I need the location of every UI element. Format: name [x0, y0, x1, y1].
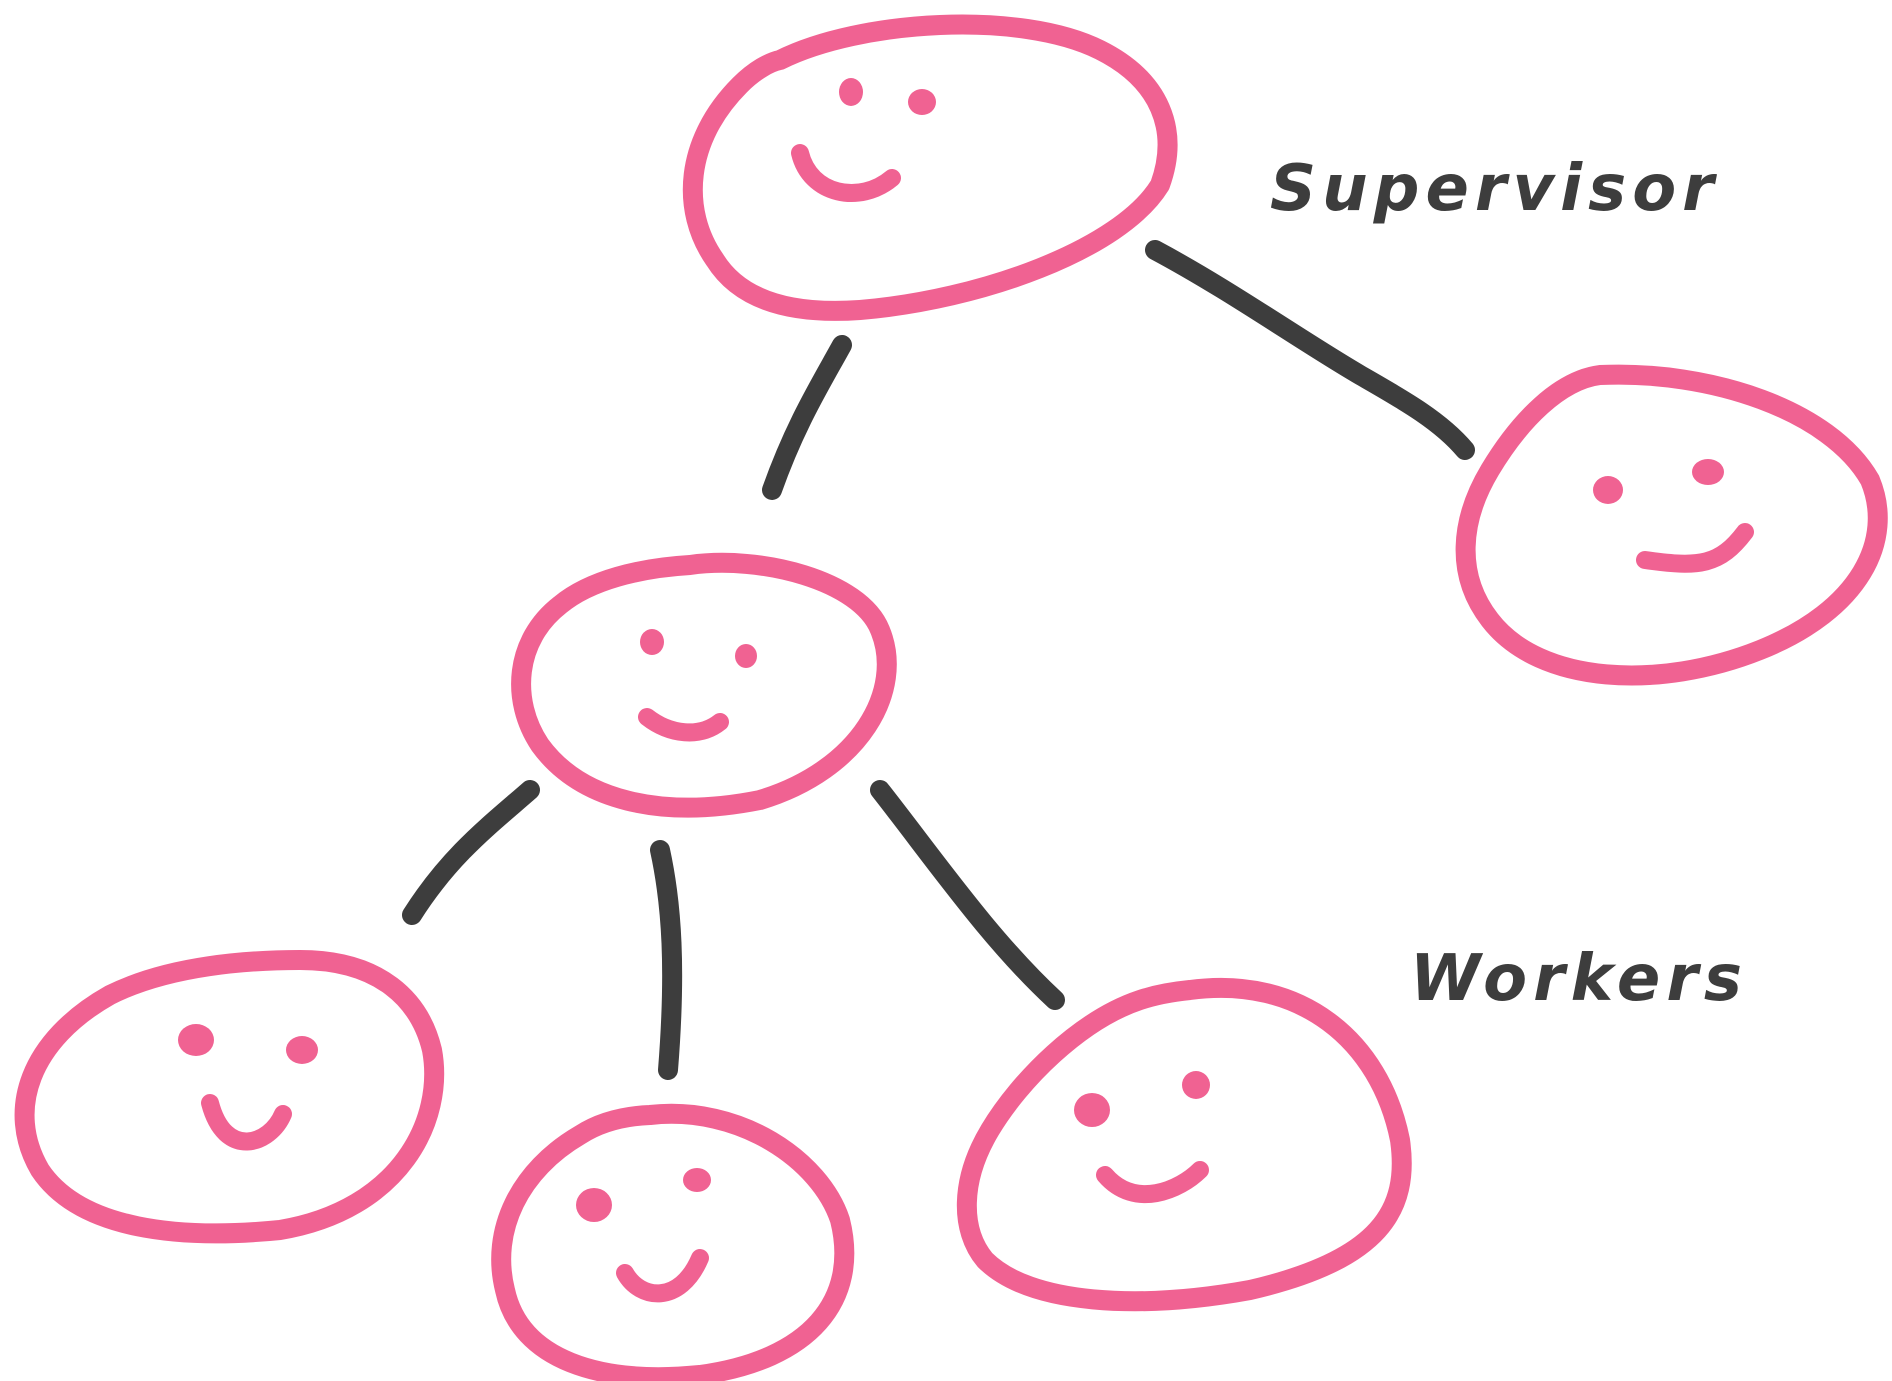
connector-sub-supervisor-to-worker-left	[402, 780, 540, 925]
worker-bottom-right-smile	[1096, 1161, 1209, 1204]
worker-face-bottom-right-outline	[956, 977, 1412, 1312]
worker-face-bottom-right-icon	[956, 977, 1412, 1312]
worker-middle-right-eye	[683, 1168, 711, 1192]
worker-right-right-eye	[1692, 459, 1724, 485]
workers-label: Workers	[1410, 942, 1748, 1016]
worker-face-middle-outline	[491, 1103, 855, 1381]
connector-supervisor-to-sub-supervisor	[762, 335, 852, 500]
worker-right-left-eye	[1593, 476, 1623, 504]
connector-sub-supervisor-to-worker-middle	[650, 840, 683, 1080]
worker-middle-smile	[616, 1249, 709, 1303]
worker-right-smile	[1636, 523, 1754, 573]
sub-supervisor-smile	[638, 708, 729, 742]
connector-sub-supervisor-to-worker-right	[870, 780, 1065, 1010]
worker-face-left-outline	[14, 950, 445, 1244]
supervisor-smile	[791, 144, 901, 202]
worker-bottom-right-left-eye	[1074, 1093, 1110, 1127]
supervisor-right-eye	[908, 89, 936, 115]
supervisor-label: Supervisor	[1270, 152, 1720, 226]
supervisor-left-eye	[839, 78, 863, 106]
worker-left-smile	[201, 1094, 292, 1151]
worker-face-right-icon	[1455, 364, 1888, 686]
supervisor-face-icon	[682, 14, 1178, 321]
worker-face-right-outline	[1455, 364, 1888, 686]
sub-supervisor-right-eye	[735, 644, 757, 668]
worker-middle-left-eye	[576, 1188, 612, 1222]
worker-face-left-icon	[14, 950, 445, 1244]
worker-bottom-right-right-eye	[1182, 1071, 1210, 1099]
connector-supervisor-to-right-worker	[1145, 240, 1475, 460]
sub-supervisor-face-outline	[511, 552, 897, 818]
supervisor-face-outline	[682, 14, 1178, 321]
worker-left-left-eye	[178, 1024, 214, 1056]
sub-supervisor-left-eye	[640, 629, 664, 655]
worker-face-middle-icon	[491, 1103, 855, 1381]
sub-supervisor-face-icon	[511, 552, 897, 818]
connectors	[402, 240, 1475, 1080]
worker-left-right-eye	[286, 1036, 318, 1064]
